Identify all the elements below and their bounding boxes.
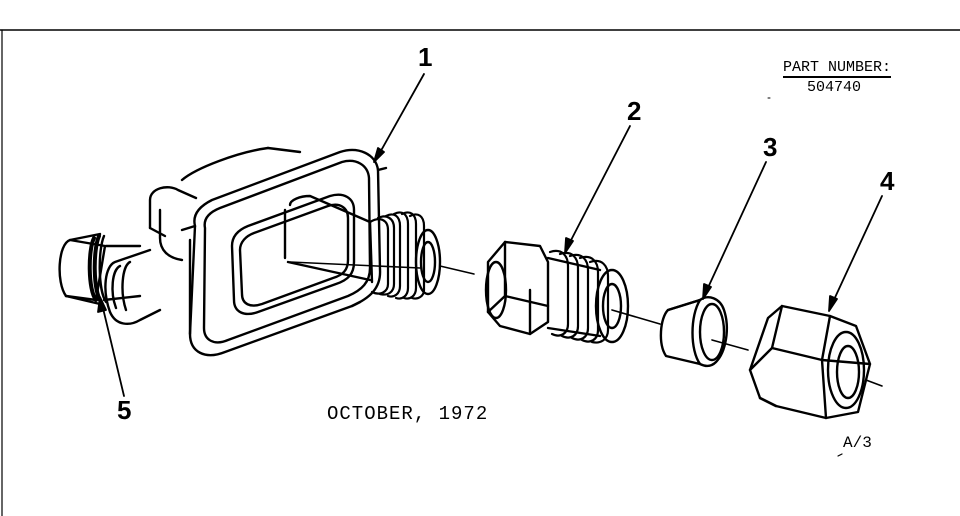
leader-5-arrowhead (97, 296, 107, 313)
leader-1-line (377, 73, 425, 157)
callout-number-5: 5 (117, 395, 132, 425)
speck-mark (837, 453, 843, 457)
leader-4-line (831, 195, 883, 305)
leader-3-line (705, 161, 767, 293)
leader-4-arrowhead (828, 295, 838, 312)
callout-number-3: 3 (763, 132, 778, 162)
page-code: A/3 (843, 434, 872, 452)
part-number-label: PART NUMBER: (783, 59, 892, 78)
leader-2-line (567, 125, 631, 247)
part-2-adaptor (484, 240, 630, 344)
leader-3-arrowhead (702, 283, 712, 300)
revision-date: OCTOBER, 1972 (327, 403, 489, 425)
part-3-ferrule (659, 296, 728, 368)
part-number-value: 504740 (807, 79, 862, 96)
callout-leaders (97, 73, 883, 397)
leader-5-line (101, 303, 125, 397)
part-4-nut (748, 304, 872, 420)
callout-number-1: 1 (418, 42, 433, 72)
callout-number-4: 4 (880, 166, 895, 196)
leader-1-arrowhead (373, 147, 385, 163)
callout-number-2: 2 (627, 96, 642, 126)
part-1-valve-body (58, 146, 442, 357)
leader-2-arrowhead (564, 237, 574, 254)
